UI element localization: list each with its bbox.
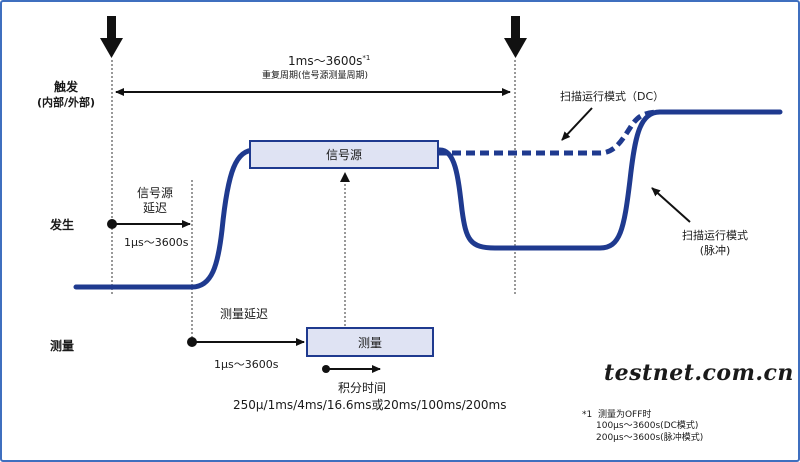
sweep-dc-pointer — [561, 107, 593, 141]
sweep-pulse-pointer — [651, 187, 691, 223]
measure-delay-range: 1μs～3600s — [214, 358, 279, 371]
period-range: 1ms～3600s*1 — [288, 54, 371, 68]
source-row-label: 发生 — [50, 218, 75, 232]
source-waveform-dc — [438, 109, 661, 156]
integ-time-label: 积分时间 — [338, 381, 387, 395]
trigger-label: 触发 — [53, 80, 78, 94]
measure-row-label: 测量 — [50, 339, 75, 353]
measure-box — [306, 327, 434, 357]
footnote: *1 测量为OFF时 100μs～3600s(DC模式) 200μs～3600s… — [582, 410, 704, 443]
integ-start-dot — [322, 365, 330, 373]
measure-delay-label: 测量延迟 — [220, 307, 269, 321]
watermark: testnet.com.cn — [604, 360, 794, 386]
trigger-arrow-2 — [504, 16, 527, 58]
integ-time-values: 250μ/1ms/4ms/16.6ms或20ms/100ms/200ms — [233, 398, 507, 412]
trigger-sublabel: (内部/外部) — [36, 96, 96, 109]
source-delay-range: 1μs～3600s — [124, 236, 189, 249]
source-box — [249, 140, 439, 169]
trigger-arrow-1 — [100, 16, 123, 58]
source-delay-label: 信号源 延迟 — [136, 186, 173, 215]
source-waveform — [73, 109, 783, 290]
source-delay-start-dot — [107, 219, 117, 229]
measure-delay-start-dot — [187, 337, 197, 347]
sweep-dc-label: 扫描运行模式（DC） — [560, 90, 665, 103]
source-box-label: 信号源 — [325, 148, 362, 162]
sweep-pulse-label: 扫描运行模式 (脉冲) — [682, 229, 748, 257]
measure-box-label: 测量 — [357, 335, 382, 350]
period-description: 重复周期(信号源测量周期) — [262, 71, 369, 81]
